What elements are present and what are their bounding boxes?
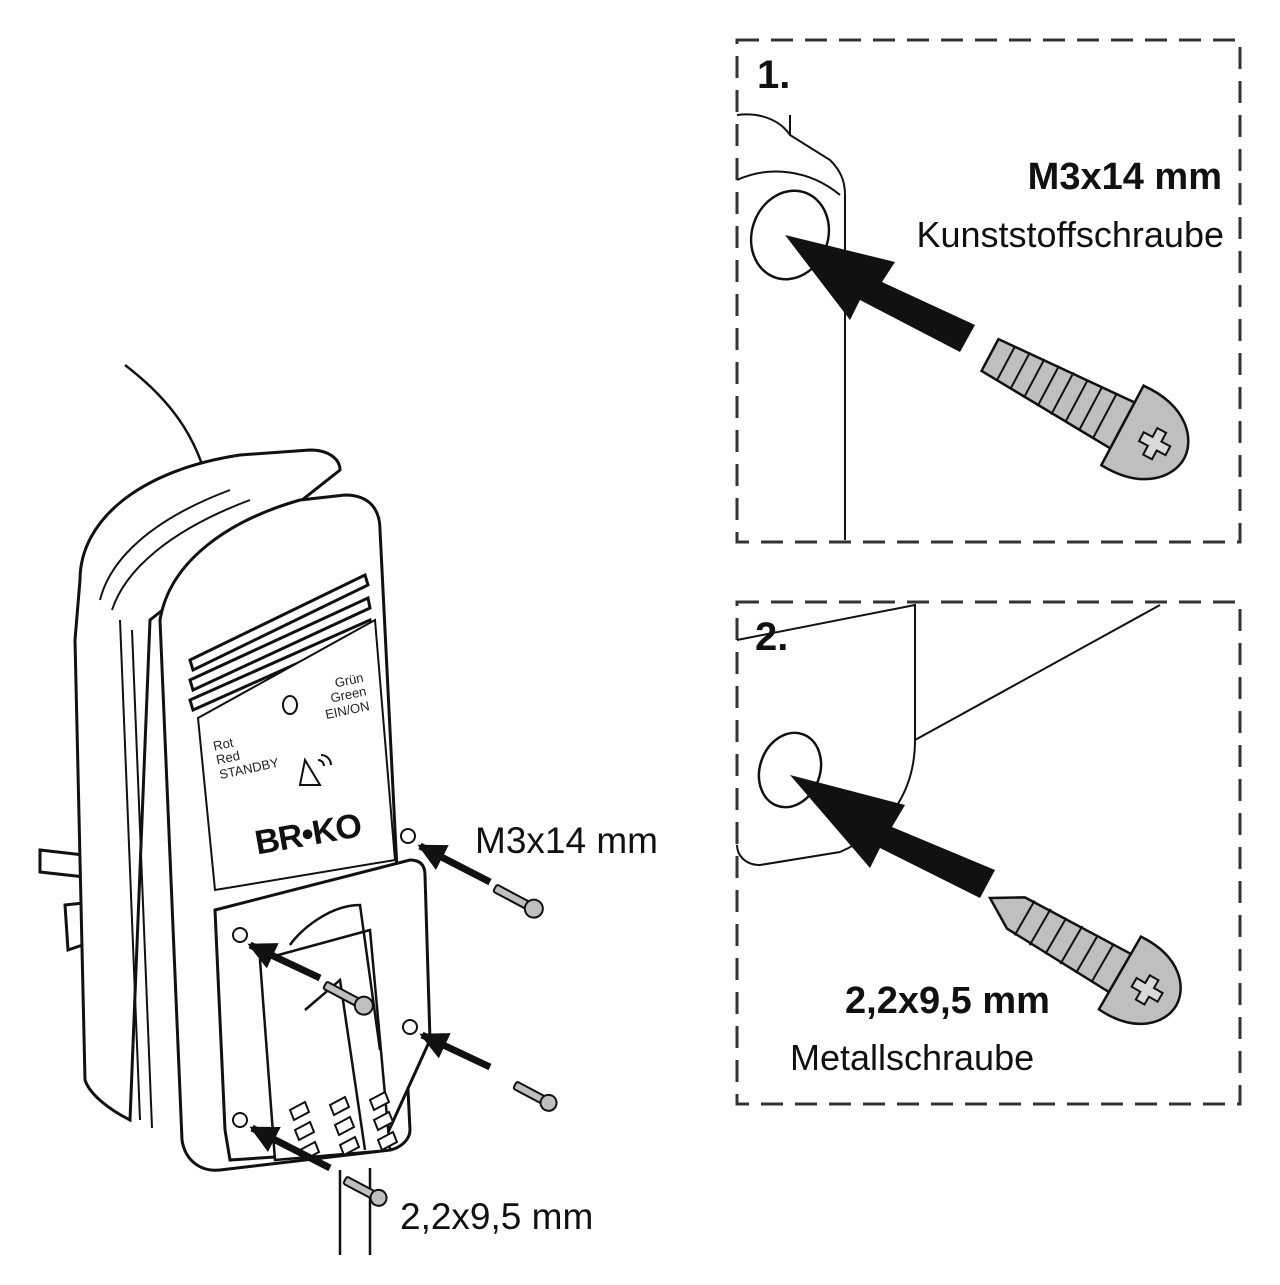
vent-slot	[188, 572, 370, 673]
clip-teeth	[288, 1090, 399, 1162]
panel-2-frame	[735, 600, 1242, 1106]
status-led	[282, 695, 298, 715]
screw-small	[342, 1176, 388, 1207]
device-arrows	[247, 842, 492, 1172]
panel-1-arrow	[785, 235, 975, 352]
panel-2-arrow	[790, 775, 995, 898]
cable	[338, 1168, 372, 1255]
led-green-label: Grün Green EIN/ON	[318, 670, 371, 722]
panel-2-screw	[987, 896, 1182, 1026]
screw-hole	[232, 1112, 248, 1128]
panel-1-step: 1.	[757, 53, 791, 97]
arrow-insert	[419, 1031, 492, 1071]
screw-hole	[402, 1019, 418, 1035]
device-label-panel	[196, 618, 397, 892]
panel-1	[735, 38, 1242, 544]
callout-bottom-screw: 2,2x9,5 mm	[400, 1196, 594, 1237]
screw-hole	[400, 828, 416, 844]
panel-2-type: Metallschraube	[790, 1037, 1035, 1078]
radio-signal-icon	[298, 754, 332, 786]
callout-top-screw: M3x14 mm	[475, 820, 658, 861]
device-screws	[322, 884, 558, 1207]
panel-1-screw	[979, 337, 1190, 481]
device-drawing	[38, 364, 432, 1255]
clip-body	[258, 928, 392, 1162]
panel-2	[735, 600, 1242, 1106]
screw-small	[512, 1081, 558, 1112]
panel-2-size: 2,2x9,5 mm	[845, 980, 1050, 1022]
panel-1-housing	[736, 113, 846, 540]
arrow-insert	[417, 842, 492, 886]
panel-2-step: 2.	[755, 615, 789, 659]
arrow-insert	[249, 1124, 332, 1172]
panel-1-frame	[735, 38, 1242, 544]
arrow-insert	[247, 941, 322, 982]
vent-slot	[188, 595, 372, 693]
screw-small	[322, 981, 374, 1016]
panel-1-type: Kunststoffschraube	[916, 214, 1224, 255]
panel-1-size: M3x14 mm	[1027, 156, 1222, 198]
device-back-housing	[73, 448, 342, 1123]
screw-small	[492, 884, 544, 919]
screw-hole	[232, 927, 248, 943]
